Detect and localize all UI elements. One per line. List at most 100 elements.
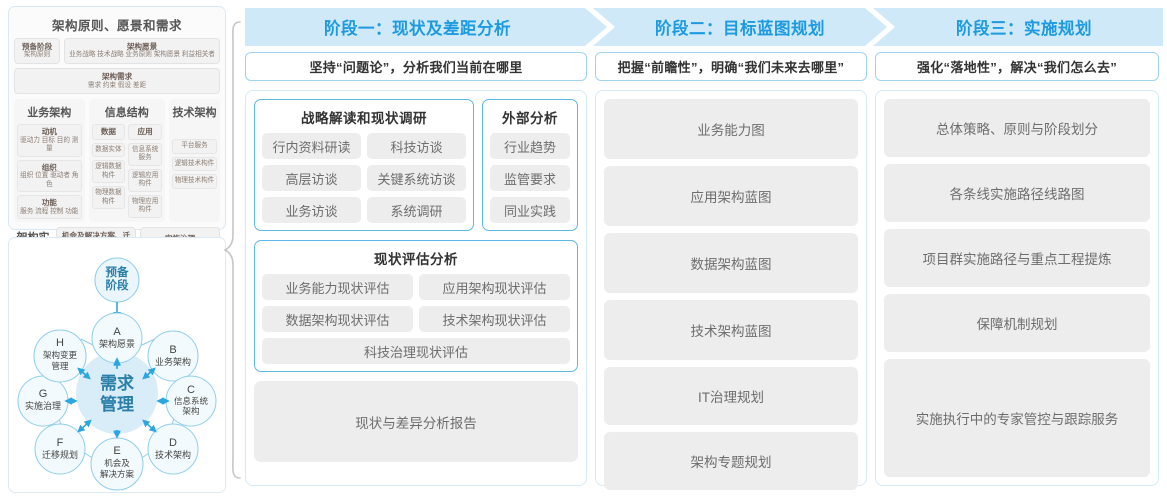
list-item[interactable]: 保障机制规划: [884, 294, 1150, 352]
adm-cycle-panel: 预备 阶段 需求 管理 A 架构愿景 B 业务架构: [8, 237, 226, 493]
list-item[interactable]: 技术架构蓝图: [604, 300, 858, 360]
phase-3-subtitle[interactable]: 强化“落地性”，解决“我们怎么去”: [875, 52, 1159, 81]
togaf-panel-title: 架构原则、愿景和需求: [51, 19, 182, 33]
svg-text:迁移规划: 迁移规划: [42, 449, 78, 460]
svg-text:解决方案: 解决方案: [100, 469, 135, 479]
svg-text:管理: 管理: [51, 361, 69, 371]
chip-item[interactable]: 系统调研: [367, 197, 466, 223]
adm-node-f: [34, 423, 86, 475]
svg-text:架构: 架构: [182, 406, 199, 416]
adm-node-h: [33, 329, 87, 383]
list-item[interactable]: 数据架构蓝图: [604, 233, 858, 293]
togaf-block-function: 功能 服务 流程 控制 功能: [17, 195, 82, 220]
phase-1-report-chip[interactable]: 现状与差异分析报告: [254, 381, 578, 462]
adm-center-requirements: [76, 352, 158, 434]
group-external-analysis: 外部分析 行业趋势 监管要求 同业实践: [482, 99, 578, 231]
chip-item[interactable]: 高层访谈: [262, 165, 361, 191]
svg-text:D: D: [169, 437, 177, 449]
list-item[interactable]: 总体策略、原则与阶段划分: [884, 99, 1150, 157]
group-strategy-research-items: 行内资料研读 科技访谈 高层访谈 关键系统访谈 业务访谈 系统调研: [262, 133, 466, 223]
togaf-domain-columns: 业务架构 动机 驱动力 目标 目的 测量 组织 组织 位置 驱动者 角色 功能 …: [14, 99, 220, 223]
togaf-col-technology-head: 技术架构: [172, 107, 217, 120]
svg-text:A: A: [113, 326, 121, 338]
chip-item[interactable]: 关键系统访谈: [367, 165, 466, 191]
phase-banner-strip: 阶段一：现状及差距分析 阶段二：目标蓝图规划 阶段三：实施规划: [245, 8, 1163, 46]
banner-background: [245, 8, 1163, 46]
list-item[interactable]: 应用架构蓝图: [604, 166, 858, 226]
phase-2-body: 业务能力图 应用架构蓝图 数据架构蓝图 技术架构蓝图 IT治理规划 架构专题规划: [595, 90, 867, 490]
chip-item[interactable]: 监管要求: [490, 165, 570, 191]
phase-2-column: 把握“前瞻性”，明确“我们未来去哪里” 业务能力图 应用架构蓝图 数据架构蓝图 …: [595, 52, 867, 490]
group-current-assessment-title: 现状评估分析: [374, 252, 458, 267]
togaf-block-vision: 架构愿景 业务战略 技术战略 业务原则 架构愿景 利益相关者: [64, 38, 220, 65]
togaf-subcol-application: 应用 信息系统服务 逻辑应用构件 物理应用构件: [128, 124, 162, 218]
chip-item[interactable]: 业务访谈: [262, 197, 361, 223]
list-item[interactable]: IT治理规划: [604, 367, 858, 425]
togaf-row-vision: 预备阶段 架构原则 架构愿景 业务战略 技术战略 业务原则 架构愿景 利益相关者: [14, 38, 220, 65]
list-item[interactable]: 架构专题规划: [604, 432, 858, 490]
togaf-reference-column: 架构原则、愿景和需求 预备阶段 架构原则 架构愿景 业务战略 技术战略 业务原则…: [8, 6, 226, 493]
svg-text:C: C: [187, 384, 195, 396]
group-current-assessment: 现状评估分析 业务能力现状评估 应用架构现状评估 数据架构现状评估 技术架构现状…: [254, 240, 578, 372]
list-item[interactable]: 实施执行中的专家管控与跟踪服务: [884, 359, 1150, 477]
chip-item[interactable]: 数据架构现状评估: [262, 306, 413, 332]
togaf-subcol-data: 数据 数据实体 逻辑数据构件 物理数据构件: [91, 124, 126, 218]
phase-3-title: 阶段三：实施规划: [956, 20, 1092, 38]
togaf-col-business: 业务架构 动机 驱动力 目标 目的 测量 组织 组织 位置 驱动者 角色 功能 …: [14, 99, 85, 223]
svg-text:信息系统: 信息系统: [174, 396, 209, 406]
group-current-assessment-items: 业务能力现状评估 应用架构现状评估 数据架构现状评估 技术架构现状评估 科技治理…: [262, 274, 570, 364]
togaf-col-business-head: 业务架构: [27, 107, 72, 120]
chip-item[interactable]: 行内资料研读: [262, 133, 361, 159]
grouping-brace-icon: [224, 21, 241, 479]
chip-item[interactable]: 行业趋势: [490, 133, 570, 159]
chip-item[interactable]: 应用架构现状评估: [419, 274, 570, 300]
chip-item[interactable]: 业务能力现状评估: [262, 274, 413, 300]
phase-1-top-groups: 战略解读和现状调研 行内资料研读 科技访谈 高层访谈 关键系统访谈 业务访谈 系…: [254, 99, 578, 231]
list-item[interactable]: 业务能力图: [604, 99, 858, 159]
phase-2-item-stack: 业务能力图 应用架构蓝图 数据架构蓝图 技术架构蓝图 IT治理规划 架构专题规划: [604, 99, 858, 490]
svg-text:管理: 管理: [100, 394, 134, 414]
chip-item[interactable]: 科技治理现状评估: [262, 338, 570, 364]
togaf-vision-head: 架构愿景: [126, 42, 158, 51]
svg-text:业务架构: 业务架构: [155, 356, 191, 367]
group-external-analysis-items: 行业趋势 监管要求 同业实践: [490, 133, 570, 223]
togaf-col-information-head: 信息结构: [104, 107, 149, 120]
list-item[interactable]: 项目群实施路径与重点工程提炼: [884, 229, 1150, 287]
group-external-analysis-title: 外部分析: [502, 111, 558, 126]
svg-text:实施治理: 实施治理: [25, 400, 61, 411]
togaf-col-information: 信息结构 数据 数据实体 逻辑数据构件 物理数据构件 应用 信息系统服务 逻辑应…: [88, 99, 165, 223]
list-item[interactable]: 各条线实施路径线路图: [884, 164, 1150, 222]
togaf-block-organization: 组织 组织 位置 驱动者 角色: [17, 159, 82, 193]
svg-text:F: F: [57, 437, 64, 449]
togaf-req-head: 架构需求: [101, 72, 133, 82]
togaf-framework-panel: 架构原则、愿景和需求 预备阶段 架构原则 架构愿景 业务战略 技术战略 业务原则…: [8, 6, 226, 263]
svg-text:阶段: 阶段: [106, 278, 129, 292]
phase-1-title: 阶段一：现状及差距分析: [324, 20, 511, 38]
svg-text:E: E: [113, 445, 120, 457]
group-strategy-research: 战略解读和现状调研 行内资料研读 科技访谈 高层访谈 关键系统访谈 业务访谈 系…: [254, 99, 474, 231]
togaf-block-preliminary: 预备阶段 架构原则: [14, 38, 60, 65]
phase-3-item-stack: 总体策略、原则与阶段划分 各条线实施路径线路图 项目群实施路径与重点工程提炼 保…: [884, 99, 1150, 477]
phase-2-subtitle[interactable]: 把握“前瞻性”，明确“我们未来去哪里”: [595, 52, 867, 81]
togaf-req-sub: 需求 约束 假设 差距: [87, 81, 147, 89]
phase-1-body: 战略解读和现状调研 行内资料研读 科技访谈 高层访谈 关键系统访谈 业务访谈 系…: [245, 90, 587, 486]
chip-item[interactable]: 科技访谈: [367, 133, 466, 159]
adm-cycle-diagram: 预备 阶段 需求 管理 A 架构愿景 B 业务架构: [17, 257, 217, 491]
chip-item[interactable]: 同业实践: [490, 197, 570, 223]
svg-text:H: H: [56, 337, 64, 349]
phase-3-column: 强化“落地性”，解决“我们怎么去” 总体策略、原则与阶段划分 各条线实施路径线路…: [875, 52, 1159, 486]
togaf-prep-head: 预备阶段: [21, 42, 53, 51]
chip-item[interactable]: 技术架构现状评估: [419, 306, 570, 332]
svg-text:G: G: [39, 388, 48, 400]
togaf-prep-sub: 架构原则: [23, 51, 51, 59]
adm-node-d: [147, 423, 199, 475]
adm-node-b: [147, 330, 199, 382]
togaf-vision-sub: 业务战略 技术战略 业务原则 架构愿景 利益相关者: [69, 51, 215, 59]
phase-3-body: 总体策略、原则与阶段划分 各条线实施路径线路图 项目群实施路径与重点工程提炼 保…: [875, 90, 1159, 486]
phase-1-subtitle[interactable]: 坚持“问题论”，分析我们当前在哪里: [245, 52, 587, 81]
adm-node-a: [91, 312, 143, 364]
phase-1-column: 坚持“问题论”，分析我们当前在哪里 战略解读和现状调研 行内资料研读 科技访谈 …: [245, 52, 587, 486]
togaf-information-subcolumns: 数据 数据实体 逻辑数据构件 物理数据构件 应用 信息系统服务 逻辑应用构件 物…: [91, 124, 162, 218]
togaf-block-requirements: 架构需求 需求 约束 假设 差距: [14, 68, 220, 95]
group-strategy-research-title: 战略解读和现状调研: [301, 111, 427, 126]
